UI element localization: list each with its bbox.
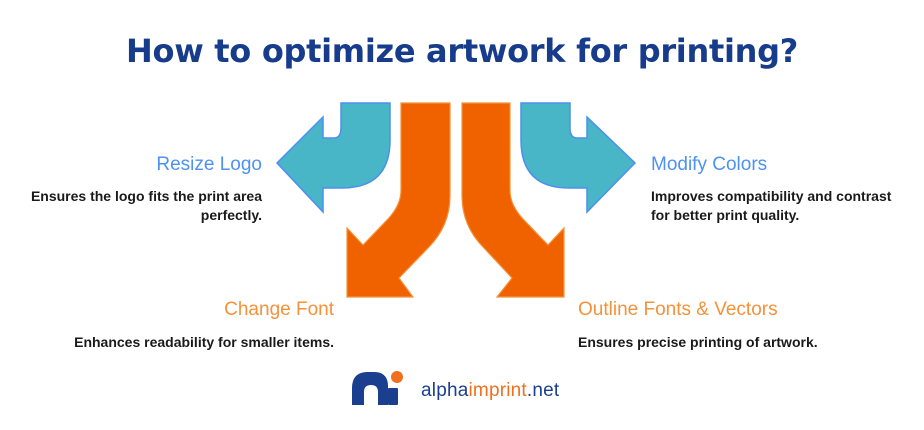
step-description-change-font: Enhances readability for smaller items. [74,334,334,350]
step-heading-modify-colors: Modify Colors [651,154,768,175]
step-heading-change-font: Change Font [224,299,334,320]
brand-name-tld: .net [526,380,560,401]
brand-name: alphaimprint.net [421,380,559,402]
step-description-outline-fonts: Ensures precise printing of artwork. [578,334,818,350]
arrow-down-left-orange-icon [346,102,451,298]
step-description-modify-colors: Improves compatibility and contrast for … [651,188,892,223]
brand-name-alpha: alpha [421,380,469,401]
brand-logo: alphaimprint.net [350,368,559,406]
alphaimprint-logo-icon [352,371,403,405]
brand-name-imprint: imprint [468,380,527,401]
arrow-left-teal-icon [275,102,391,214]
step-heading-resize-logo: Resize Logo [156,154,262,175]
step-description-resize-logo: Ensures the logo fits the print area per… [30,188,262,223]
arrow-down-right-orange-icon [461,102,565,298]
page-title: How to optimize artwork for printing? [126,32,798,70]
step-heading-outline-fonts: Outline Fonts & Vectors [578,299,778,320]
arrow-right-teal-icon [520,102,637,214]
